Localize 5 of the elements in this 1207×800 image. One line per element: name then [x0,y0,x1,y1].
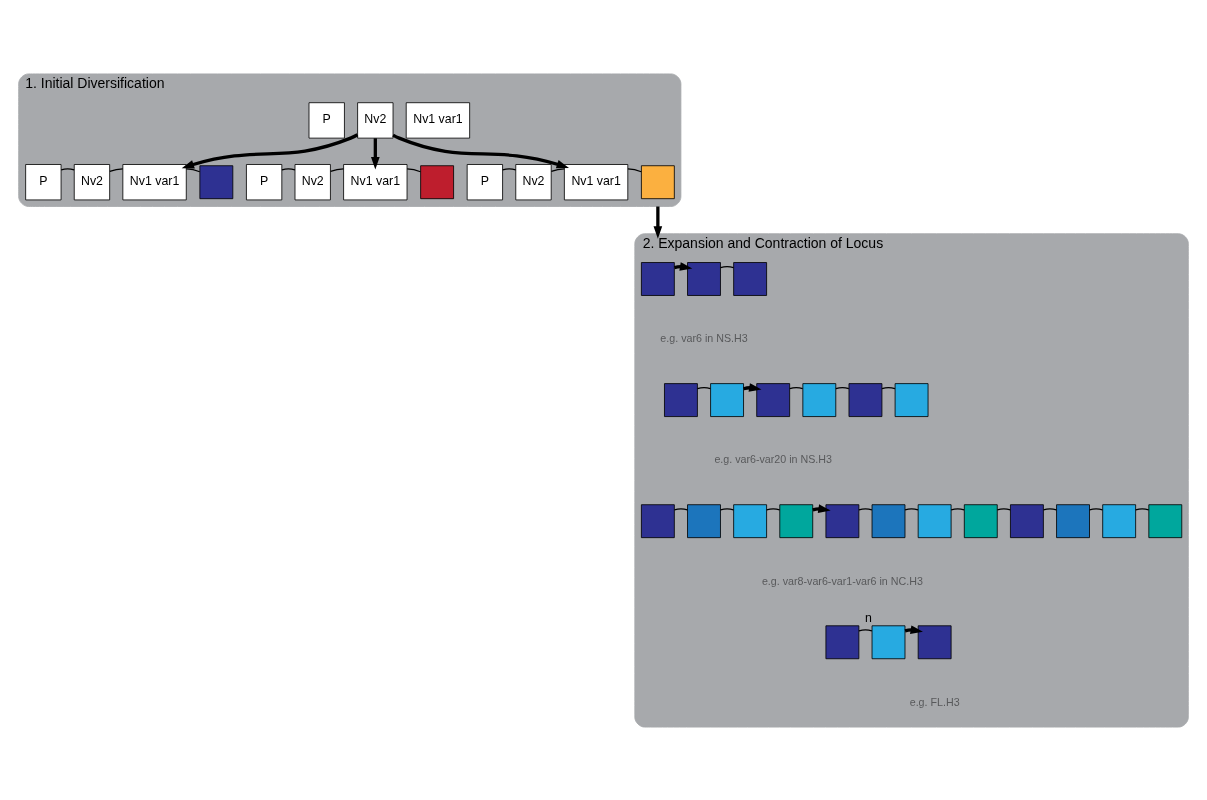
label: e.g. var6-var20 in NS.H3 [714,452,832,465]
label: e.g. var8-var6-var1-var6 in NC.H3 [761,574,923,587]
label: e.g. FL.H3 [909,695,960,708]
label: e.g. var6 in NS.H3 [660,331,748,344]
node-label: n [864,610,872,625]
